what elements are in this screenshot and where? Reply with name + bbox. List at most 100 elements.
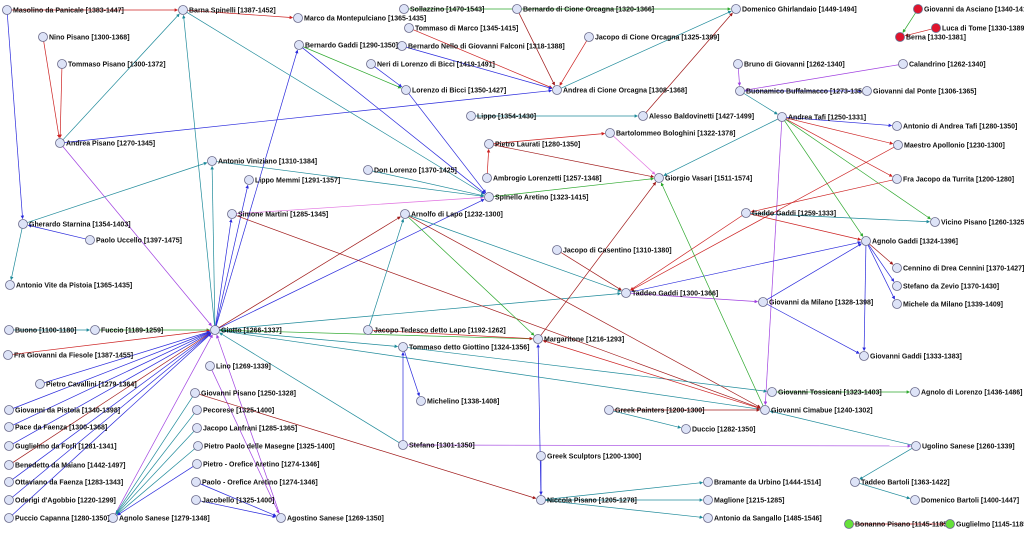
node-marker[interactable]	[703, 477, 713, 487]
node-marker[interactable]	[191, 477, 201, 487]
node-marker[interactable]	[536, 451, 546, 461]
node-lippo-memmi[interactable]: Lippo Memmi [1291-1357]	[244, 175, 341, 185]
node-marker[interactable]	[207, 156, 217, 166]
node-cennino[interactable]: Cennino di Drea Cennini [1370-1427]	[892, 263, 1024, 273]
node-marker[interactable]	[638, 111, 648, 121]
node-marker[interactable]	[681, 424, 691, 434]
node-marker[interactable]	[363, 325, 373, 335]
node-bernardo-cione[interactable]: Bernardo di Cione Orcagna [1320-1366]	[512, 4, 655, 14]
node-marker[interactable]	[466, 111, 476, 121]
node-taddeo-bartoli[interactable]: Taddeo Bartoli [1363-1422]	[850, 477, 950, 487]
node-marker[interactable]	[4, 405, 14, 415]
node-marker[interactable]	[484, 192, 494, 202]
node-marker[interactable]	[892, 121, 902, 131]
node-duccio[interactable]: Duccio [1282-1350]	[681, 424, 756, 434]
node-marker[interactable]	[4, 422, 14, 432]
node-marker[interactable]	[398, 342, 408, 352]
node-marker[interactable]	[512, 4, 522, 14]
node-ambrogio[interactable]: Ambrogio Lorenzetti [1257-1348]	[482, 173, 602, 183]
node-stefano[interactable]: Stefano [1301-1350]	[398, 440, 475, 450]
node-maglione[interactable]: Maglione [1215-1285]	[703, 495, 785, 505]
node-marker[interactable]	[911, 441, 921, 451]
node-marker[interactable]	[4, 441, 14, 451]
node-maestro-apollonio[interactable]: Maestro Apollonio [1230-1300]	[893, 140, 1005, 150]
node-marker[interactable]	[584, 32, 594, 42]
node-marker[interactable]	[3, 350, 13, 360]
node-antonio-sangallo[interactable]: Antonio da Sangallo [1485-1546]	[703, 513, 822, 523]
node-marker[interactable]	[910, 495, 920, 505]
node-marker[interactable]	[482, 173, 492, 183]
node-marker[interactable]	[930, 217, 940, 227]
node-jacopo-lanfrani[interactable]: Jacopo Lanfrani [1285-1365]	[192, 423, 298, 433]
node-bartolommeo[interactable]: Bartolommeo Bologhini [1322-1378]	[605, 128, 736, 138]
node-bramante[interactable]: Bramante da Urbino [1444-1514]	[703, 477, 821, 487]
node-marker[interactable]	[654, 173, 664, 183]
node-arnolfo[interactable]: Arnolfo di Lapo [1232-1300]	[400, 209, 503, 219]
node-tommaso-marco[interactable]: Tommaso di Marco [1345-1415]	[404, 23, 519, 33]
node-andrea-pisano[interactable]: Andrea Pisano [1270-1345]	[55, 138, 156, 148]
node-marker[interactable]	[552, 245, 562, 255]
node-benedetto[interactable]: Benedetto da Maiano [1442-1497]	[4, 460, 126, 470]
node-gaddo-gaddi[interactable]: Gaddo Gaddi [1259-1333]	[741, 208, 837, 218]
node-pace[interactable]: Pace da Faenza [1300-1368]	[4, 422, 108, 432]
node-marker[interactable]	[363, 165, 373, 175]
node-marker[interactable]	[178, 5, 188, 15]
node-fra-jacopo[interactable]: Fra Jacopo da Turrita [1200-1280]	[892, 174, 1015, 184]
node-marker[interactable]	[400, 209, 410, 219]
node-marker[interactable]	[621, 288, 631, 298]
node-marker[interactable]	[190, 388, 200, 398]
node-lino[interactable]: Lino [1269-1339]	[205, 361, 271, 371]
node-calandrino[interactable]: Calandrino [1262-1340]	[898, 59, 986, 69]
node-giovanni-tossicani[interactable]: Giovanni Tossicani [1323-1403]	[767, 387, 882, 397]
node-marker[interactable]	[605, 128, 615, 138]
node-marker[interactable]	[913, 4, 923, 14]
node-marker[interactable]	[741, 208, 751, 218]
node-marker[interactable]	[862, 86, 872, 96]
node-giovanni-pisano[interactable]: Giovanni Pisano [1250-1328]	[190, 388, 296, 398]
node-domenico-bartoli[interactable]: Domenico Bartoli [1400-1447]	[910, 495, 1020, 505]
node-marker[interactable]	[850, 477, 860, 487]
node-marker[interactable]	[484, 139, 494, 149]
node-luca-tome[interactable]: Luca di Tome [1330-1389]	[931, 23, 1024, 33]
node-ugolino[interactable]: Ugolino Sanese [1260-1339]	[911, 441, 1015, 451]
node-lippo[interactable]: Lippo [1354-1430]	[466, 111, 537, 121]
node-giorgio-vasari[interactable]: Giorgio Vasari [1511-1574]	[654, 173, 753, 183]
node-marker[interactable]	[760, 405, 770, 415]
node-marker[interactable]	[892, 263, 902, 273]
node-antonio-viniziano[interactable]: Antonio Viniziano [1310-1384]	[207, 156, 318, 166]
node-greek-sculptors[interactable]: Greek Sculptors [1200-1300]	[536, 451, 642, 461]
node-marker[interactable]	[90, 325, 100, 335]
node-marker[interactable]	[844, 519, 854, 529]
node-marker[interactable]	[227, 209, 237, 219]
node-marker[interactable]	[892, 299, 902, 309]
node-guglielmo-forli[interactable]: Guglielmo da Forlì [1281-1341]	[4, 441, 117, 451]
node-marker[interactable]	[293, 13, 303, 23]
node-michelino[interactable]: Michelino [1338-1408]	[416, 396, 500, 406]
node-tommaso-pisano[interactable]: Tommaso Pisano [1300-1372]	[57, 59, 166, 69]
node-marker[interactable]	[931, 23, 941, 33]
node-domenico-ghirlandaio[interactable]: Domenico Ghirlandaio [1449-1494]	[731, 4, 857, 14]
node-paolo-orefice[interactable]: Paolo - Orefice Aretino [1274-1346]	[191, 477, 318, 487]
node-marker[interactable]	[401, 85, 411, 95]
node-andrea-tafi[interactable]: Andrea Tafi [1250-1331]	[777, 112, 867, 122]
node-marker[interactable]	[735, 86, 745, 96]
node-antonio-andrea-tafi[interactable]: Antonio di Andrea Tafi [1280-1350]	[892, 121, 1018, 131]
node-marco-montepulciano[interactable]: Marco da Montepulciano [1365-1435]	[293, 13, 427, 23]
node-marker[interactable]	[192, 405, 202, 415]
node-marker[interactable]	[2, 5, 12, 15]
node-marker[interactable]	[398, 440, 408, 450]
node-marker[interactable]	[397, 41, 407, 51]
node-cavallini[interactable]: Pietro Cavallini [1279-1364]	[35, 379, 137, 389]
node-marker[interactable]	[910, 387, 920, 397]
node-marker[interactable]	[703, 513, 713, 523]
node-marker[interactable]	[210, 325, 220, 335]
node-fra-giovanni[interactable]: Fra Giovanni da Fiesole [1387-1455]	[3, 350, 134, 360]
node-giotto[interactable]: Giotto [1266-1337]	[210, 325, 282, 335]
node-antonio-vite[interactable]: Antonio Vite da Pistoia [1365-1435]	[5, 280, 133, 290]
node-pietro-orefice[interactable]: Pietro - Orefice Aretino [1274-1346]	[192, 459, 320, 469]
node-alesso[interactable]: Alesso Baldovinetti [1427-1499]	[638, 111, 755, 121]
node-pecorese[interactable]: Pecorese [1325-1400]	[192, 405, 275, 415]
node-marker[interactable]	[898, 59, 908, 69]
node-stefano-zevio[interactable]: Stefano da Zevio [1370-1430]	[892, 281, 1000, 291]
node-fuccio[interactable]: Fuccio [1189-1259]	[90, 325, 164, 335]
